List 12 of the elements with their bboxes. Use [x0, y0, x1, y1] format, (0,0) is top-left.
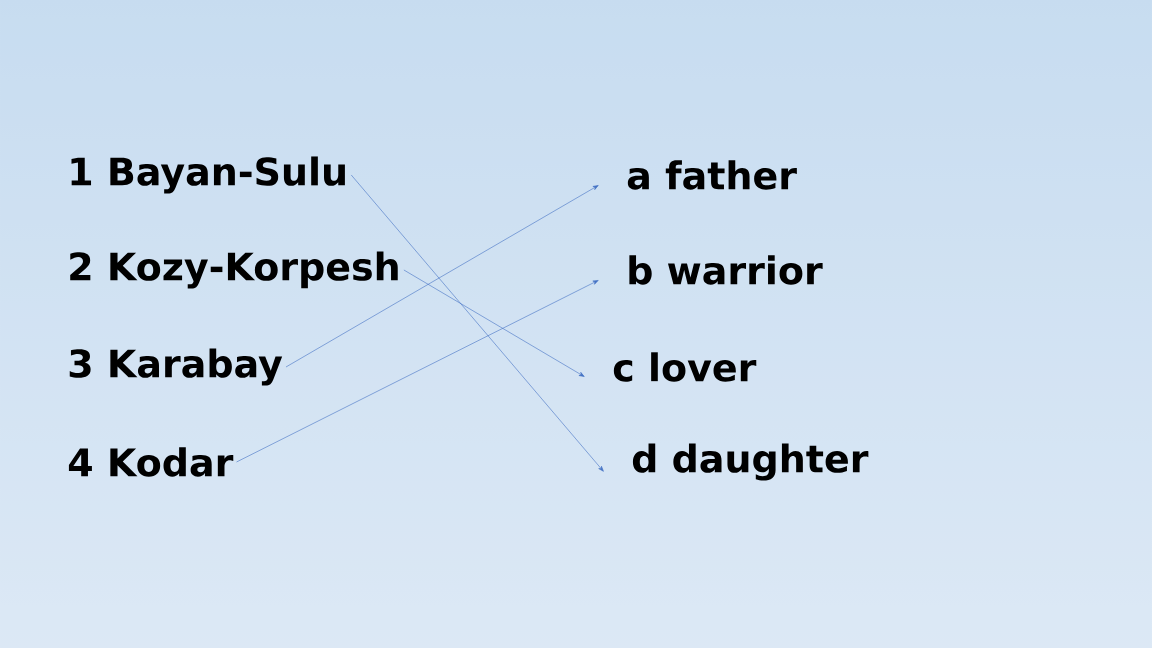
item-text: 4 Kodar [68, 447, 234, 477]
item-text: c lover [613, 352, 757, 382]
arrow [403, 269, 585, 377]
item-text: 1 Bayan-Sulu [71, 156, 345, 194]
arrow [350, 174, 604, 472]
item-text: d daughter [632, 443, 869, 481]
item-text: a father [627, 160, 797, 190]
arrow [236, 280, 599, 463]
item-text: b warrior [629, 255, 823, 285]
arrow [285, 185, 599, 368]
item-text: 3 Karabay [69, 348, 283, 386]
item-text: 2 Kozy-Korpesh [70, 251, 398, 289]
